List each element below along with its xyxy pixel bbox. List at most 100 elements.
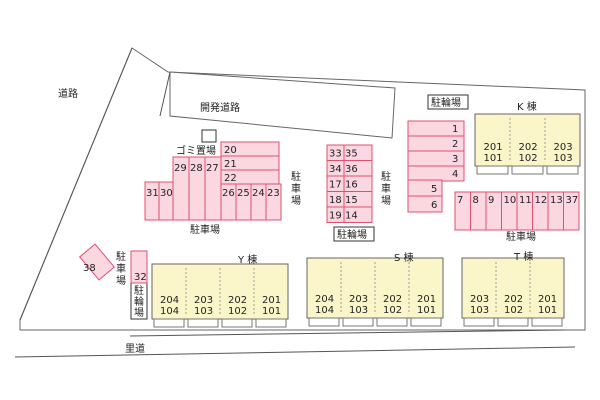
unit-number-upper: 203	[470, 294, 489, 305]
unit-number-lower: 101	[262, 306, 281, 317]
unit-number-lower: 103	[349, 305, 368, 316]
unit-step	[511, 165, 544, 175]
parking-slot-label: 18	[329, 195, 342, 206]
parking-slot-label: 16	[345, 180, 358, 191]
unit-number-lower: 102	[519, 153, 538, 164]
parking-slot-37[interactable]	[563, 191, 580, 231]
unit-number-upper: 202	[504, 294, 523, 305]
unit-number-upper: 201	[417, 294, 436, 305]
building-name: T 棟	[513, 250, 533, 263]
parking-slot-label: 6	[431, 200, 437, 211]
parking-label-main: 駐車場	[190, 223, 220, 236]
parking-slot-label: 10	[504, 195, 517, 206]
parking-slot-14[interactable]	[343, 206, 373, 223]
unit-step	[255, 318, 287, 328]
unit-number-upper: 203	[194, 295, 213, 306]
parking-slot-32[interactable]	[130, 250, 148, 284]
bike-parking-top-label: 駐輪場	[431, 96, 461, 109]
development-road	[169, 71, 396, 139]
bike-parking-left-2: 輪	[134, 295, 144, 308]
building-name: Y 棟	[237, 253, 257, 266]
unit-step	[342, 317, 374, 327]
unit-number-lower: 104	[315, 305, 334, 316]
parking-slot-label: 14	[345, 211, 358, 222]
parking-slot-label: 1	[452, 124, 458, 135]
unit-step	[308, 317, 340, 327]
unit-number-lower: 101	[538, 305, 557, 316]
unit-number-upper: 203	[349, 294, 368, 305]
unit-number-lower: 102	[504, 305, 523, 316]
road-label: 道路	[58, 87, 78, 100]
unit-number-upper: 204	[160, 295, 179, 306]
parking-label-right: 駐車場	[506, 230, 536, 243]
parking-slot-label: 13	[550, 195, 563, 206]
unit-step	[221, 318, 253, 328]
parking-slot-label: 35	[345, 149, 358, 160]
parking-slot-label: 30	[160, 188, 173, 199]
unit-number-upper: 201	[538, 294, 557, 305]
parking-label-mid-1: 駐	[291, 170, 301, 183]
parking-slot-label: 8	[473, 195, 479, 206]
bottom-road-edge	[129, 329, 566, 337]
parking-slot-label: 2	[452, 139, 458, 150]
unit-step	[476, 165, 509, 175]
unit-number-lower: 103	[470, 305, 489, 316]
unit-number-lower: 104	[160, 306, 179, 317]
dev-road-label: 開発道路	[200, 101, 240, 114]
parking-slot-label: 5	[431, 184, 437, 195]
unit-number-lower: 103	[554, 153, 573, 164]
parking-slot-label: 25	[237, 188, 250, 199]
bike-parking-left-1: 駐	[134, 284, 144, 297]
bike-parking-left-3: 場	[134, 306, 144, 319]
garbage-box	[201, 129, 217, 143]
parking-slot-label: 28	[190, 163, 203, 174]
parking-slot-label: 3	[452, 154, 458, 165]
parking-slot-label: 24	[252, 188, 265, 199]
unit-step	[410, 317, 442, 327]
parking-slot-label: 38	[83, 263, 96, 274]
parking-slot-label: 4	[452, 169, 458, 180]
parking-label-left-1: 駐	[116, 250, 126, 263]
parking-slot-label: 11	[519, 195, 532, 206]
unit-step	[546, 165, 579, 175]
parking-slot-label: 31	[146, 188, 159, 199]
unit-number-upper: 202	[519, 142, 538, 153]
parking-label-left-2: 車	[116, 262, 126, 275]
parking-label-mid2-3: 場	[381, 194, 391, 207]
parking-slot-label: 12	[535, 195, 548, 206]
parking-slot-label: 33	[329, 149, 342, 160]
unit-number-upper: 201	[262, 295, 281, 306]
bottom-road-label: 里道	[125, 342, 145, 355]
parking-slot-23[interactable]	[265, 183, 282, 221]
parking-slot-label: 26	[222, 188, 235, 199]
unit-number-lower: 102	[228, 306, 247, 317]
building-t-body	[461, 257, 565, 319]
parking-slot-label: 22	[224, 173, 237, 184]
parking-label-mid2-2: 車	[381, 182, 391, 195]
unit-step	[497, 317, 529, 327]
parking-slot-label: 36	[345, 164, 358, 175]
road-edge	[19, 47, 133, 321]
parking-slot-6[interactable]	[407, 195, 443, 213]
parking-slot-38[interactable]	[78, 243, 116, 281]
parking-slot-label: 17	[329, 180, 342, 191]
parking-label-mid-2: 車	[291, 182, 301, 195]
parking-slot-label: 37	[566, 195, 579, 206]
bike-parking-top-box	[427, 94, 469, 110]
unit-number-lower: 103	[194, 306, 213, 317]
unit-step	[463, 317, 495, 327]
parking-slot-label: 23	[267, 188, 280, 199]
parking-label-mid-3: 場	[291, 194, 301, 207]
parking-label-left-3: 場	[116, 274, 126, 287]
parking-slot-label: 29	[174, 163, 187, 174]
parking-label-mid2-1: 駐	[381, 170, 391, 183]
unit-step	[376, 317, 408, 327]
